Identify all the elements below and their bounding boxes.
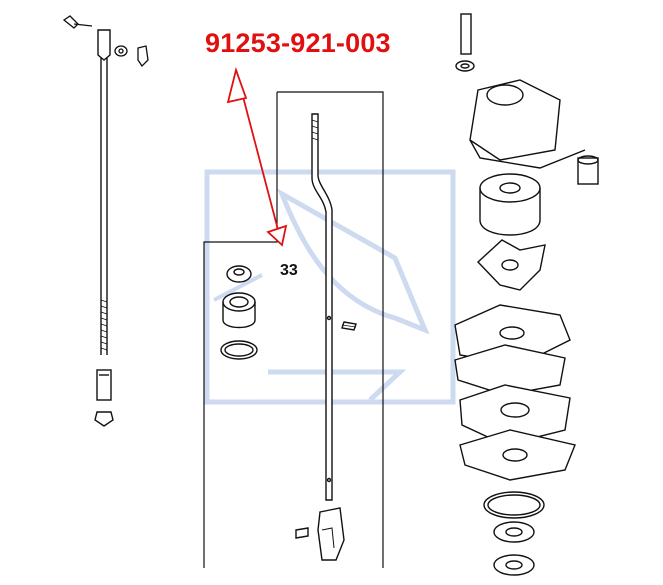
shift-rod-left [94,29,114,427]
part-number-label: 91253-921-003 [205,28,391,58]
water-pump-assembly [454,13,599,576]
shift-rod-center [295,113,357,561]
assembly-frame [203,91,384,568]
seal-and-o-ring-parts [220,265,258,360]
annotation-arrows [226,66,288,247]
callout-number: 33 [280,262,298,279]
bolt-clip-hardware [62,15,149,68]
